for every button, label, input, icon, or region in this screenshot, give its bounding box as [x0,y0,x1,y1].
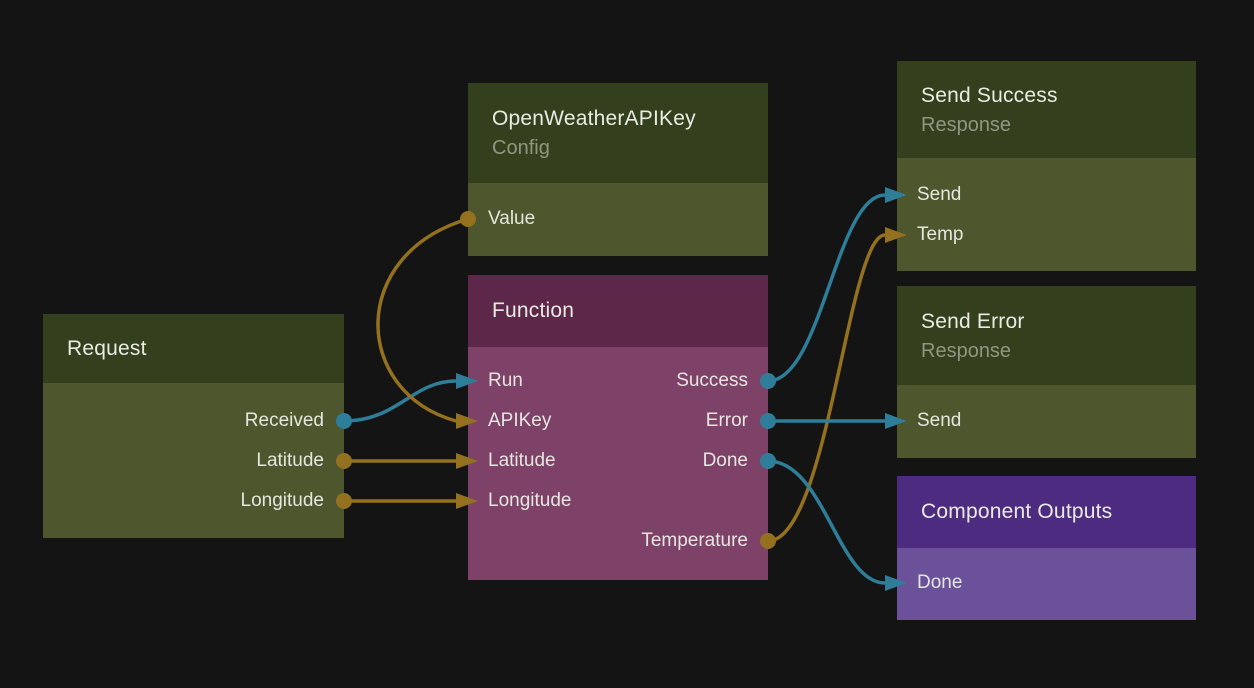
node-title: Request [67,336,147,360]
port-error[interactable]: Error [705,410,748,431]
node-send-error[interactable]: Send Error Response Send [897,286,1196,458]
node-send-success-body: Send Temp [897,158,1196,271]
node-subtitle: Response [921,113,1012,136]
port-label: Send [917,184,962,205]
port-longitude[interactable]: Longitude [43,481,344,521]
port-label: Done [917,572,963,593]
node-function-body: Run Success APIKey Error Latitude Done L… [468,347,768,580]
node-component-outputs[interactable]: Component Outputs Done [897,476,1196,620]
node-subtitle: Config [492,137,550,159]
node-title: OpenWeatherAPIKey [492,107,696,130]
node-title: Function [492,299,575,322]
port-row-latitude-done[interactable]: Latitude Done [468,441,768,481]
port-row-temperature[interactable]: Temperature [468,521,768,561]
port-send[interactable]: Send [897,401,1196,441]
node-openweatherapikey-header: OpenWeatherAPIKey Config [468,83,768,183]
port-apikey[interactable]: APIKey [488,410,552,431]
node-request[interactable]: Request Received Latitude Longitude [43,314,344,538]
port-row-longitude[interactable]: Longitude [468,481,768,521]
node-component-outputs-body: Done [897,548,1196,620]
port-done[interactable]: Done [702,450,748,471]
port-run[interactable]: Run [488,370,523,391]
wire-success-send[interactable] [766,193,887,383]
node-subtitle: Response [921,339,1012,362]
node-request-body: Received Latitude Longitude [43,383,344,538]
node-send-success-header: Send Success Response [897,61,1196,158]
port-latitude[interactable]: Latitude [43,441,344,481]
port-longitude-in[interactable]: Longitude [488,490,572,511]
wire-received-run[interactable] [342,379,458,423]
port-temperature[interactable]: Temperature [641,530,748,551]
wire-temperature-temp[interactable] [766,233,887,543]
port-received[interactable]: Received [43,401,344,441]
port-send[interactable]: Send [897,175,1196,215]
node-send-success[interactable]: Send Success Response Send Temp [897,61,1196,271]
node-request-header: Request [43,314,344,383]
node-send-error-body: Send [897,385,1196,458]
node-title: Send Success [921,83,1058,107]
port-latitude-in[interactable]: Latitude [488,450,556,471]
port-row-run-success[interactable]: Run Success [468,361,768,401]
wire-value-apikey[interactable] [376,217,470,423]
node-openweatherapikey-body: Value [468,183,768,256]
node-function[interactable]: Function Run Success APIKey Error Latitu… [468,275,768,580]
node-send-error-header: Send Error Response [897,286,1196,385]
port-done-in[interactable]: Done [897,563,1196,603]
port-label: Latitude [256,450,324,471]
port-label: Temp [917,224,964,245]
port-label: Received [244,410,324,431]
port-label: Longitude [240,490,324,511]
node-openweatherapikey[interactable]: OpenWeatherAPIKey Config Value [468,83,768,256]
node-function-header: Function [468,275,768,347]
node-component-outputs-header: Component Outputs [897,476,1196,548]
port-success[interactable]: Success [676,370,748,391]
port-label: Value [488,208,536,229]
node-title: Component Outputs [921,500,1113,523]
port-row-apikey-error[interactable]: APIKey Error [468,401,768,441]
port-temp[interactable]: Temp [897,215,1196,255]
port-value[interactable]: Value [468,199,768,239]
wire-done[interactable] [766,459,887,585]
node-title: Send Error [921,309,1025,333]
port-label: Send [917,410,962,431]
